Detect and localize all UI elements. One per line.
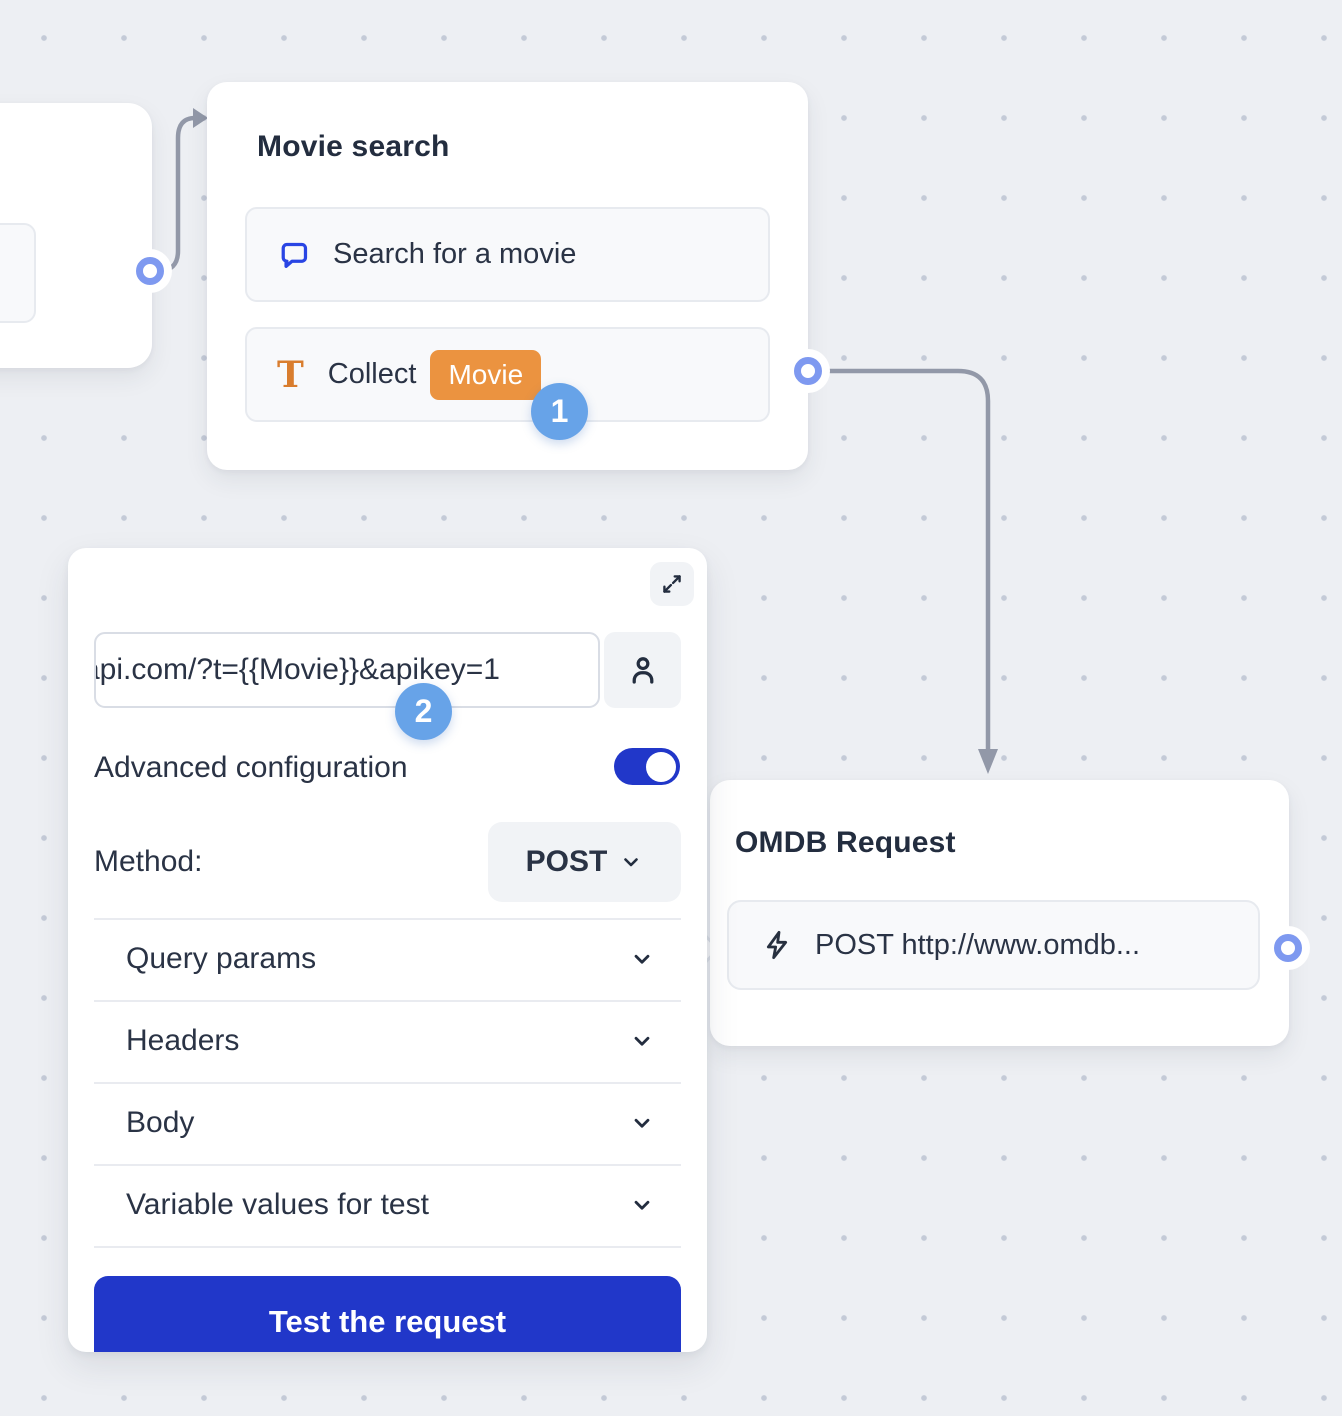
node-title: OMDB Request [735, 826, 956, 859]
advanced-configuration-label: Advanced configuration [94, 751, 408, 784]
webhook-config-panel: api.com/?t={{Movie}}&apikey=1 Advanced c… [68, 548, 707, 1352]
section-label: Query params [126, 942, 317, 975]
chevron-down-icon [634, 1118, 650, 1128]
chevron-down-icon [624, 858, 639, 867]
method-dropdown[interactable]: POST [488, 822, 681, 902]
node-omdb-request[interactable]: OMDB Request POST http://www.omdb... [710, 780, 1289, 1046]
url-value: api.com/?t={{Movie}}&apikey=1 [94, 653, 500, 686]
block-omdb-post[interactable]: POST http://www.omdb... [727, 900, 1260, 990]
advanced-configuration-toggle[interactable] [614, 748, 680, 785]
output-port-movie-search[interactable] [786, 349, 830, 393]
node-movie-search[interactable]: Movie search Search for a movie T Collec… [207, 82, 808, 470]
lightning-icon [766, 930, 788, 960]
node-title: Movie search [257, 130, 450, 163]
partial-node-row[interactable] [0, 223, 36, 323]
section-query-params[interactable]: Query params [94, 918, 681, 1000]
block-label: Collect [327, 358, 417, 390]
text-icon: T [277, 353, 304, 396]
divider [94, 1082, 681, 1084]
block-label: Search for a movie [333, 238, 577, 270]
chat-bubble-icon [281, 242, 308, 268]
output-port-partial-node[interactable] [128, 249, 172, 293]
step-badge-1: 1 [531, 383, 588, 440]
url-input[interactable]: api.com/?t={{Movie}}&apikey=1 [94, 632, 600, 708]
variable-badge-movie[interactable]: Movie [430, 349, 542, 400]
section-body[interactable]: Body [94, 1082, 681, 1164]
output-port-omdb[interactable] [1266, 926, 1310, 970]
chevron-down-icon [634, 1036, 650, 1046]
divider [94, 1246, 681, 1248]
step-badge-2: 2 [395, 683, 452, 740]
divider [94, 918, 681, 920]
section-label: Body [126, 1106, 195, 1139]
method-value: POST [525, 845, 608, 878]
test-request-button[interactable]: Test the request [94, 1276, 681, 1352]
person-icon [632, 657, 653, 684]
section-headers[interactable]: Headers [94, 1000, 681, 1082]
method-label: Method: [94, 845, 203, 878]
block-collect-movie[interactable]: T Collect Movie [245, 327, 770, 422]
divider [94, 1000, 681, 1002]
expand-button[interactable] [650, 562, 694, 606]
port-ring [794, 357, 822, 385]
port-ring [1274, 934, 1302, 962]
section-variable-values[interactable]: Variable values for test [94, 1164, 681, 1246]
chevron-down-icon [634, 954, 650, 964]
partial-node-card[interactable] [0, 103, 152, 368]
divider [94, 1164, 681, 1166]
section-label: Variable values for test [126, 1188, 429, 1221]
toggle-knob [646, 751, 676, 782]
section-label: Headers [126, 1024, 240, 1057]
block-search-for-a-movie[interactable]: Search for a movie [245, 207, 770, 302]
block-label: POST http://www.omdb... [815, 928, 1141, 961]
expand-icon [663, 575, 681, 593]
port-ring [136, 257, 164, 285]
insert-variable-button[interactable] [604, 632, 681, 708]
chevron-down-icon [634, 1200, 650, 1210]
